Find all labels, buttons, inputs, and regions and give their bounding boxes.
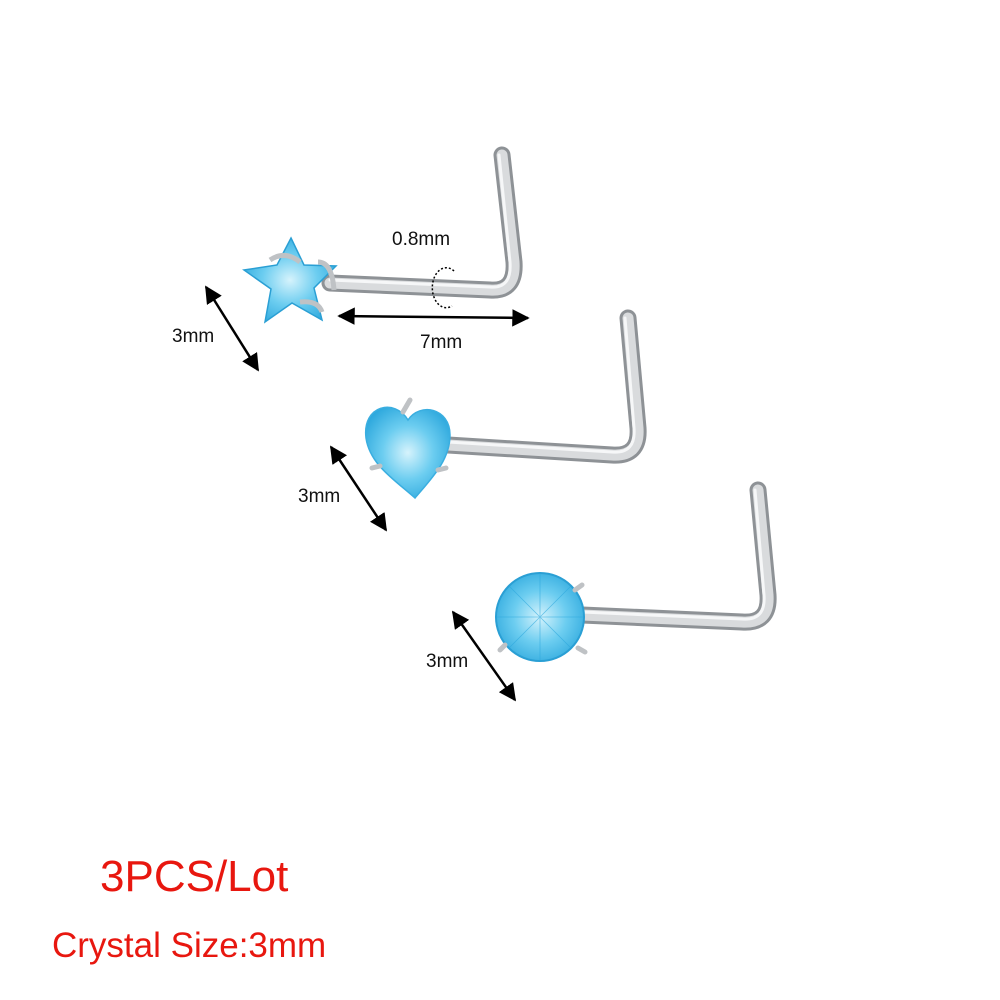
- stem-heart: [439, 309, 647, 464]
- length-label: 7mm: [420, 332, 463, 353]
- round-size-arrow: [451, 610, 517, 702]
- crystal-size-text: Crystal Size:3mm: [52, 926, 327, 965]
- heart-size-arrow: [329, 445, 388, 532]
- star-size-label: 3mm: [172, 326, 215, 347]
- length-arrow: [337, 307, 530, 327]
- star-size-arrow: [204, 285, 260, 372]
- stem-star: [321, 146, 523, 299]
- quantity-text: 3PCS/Lot: [100, 852, 289, 901]
- heart-size-label: 3mm: [298, 486, 341, 507]
- heart-crystal: [365, 397, 451, 500]
- round-size-label: 3mm: [426, 651, 469, 672]
- gauge-dotted-circle: [431, 266, 455, 309]
- star-crystal: [242, 236, 338, 324]
- gauge-label: 0.8mm: [392, 229, 451, 250]
- stem-round: [573, 481, 777, 631]
- round-crystal: [495, 572, 588, 662]
